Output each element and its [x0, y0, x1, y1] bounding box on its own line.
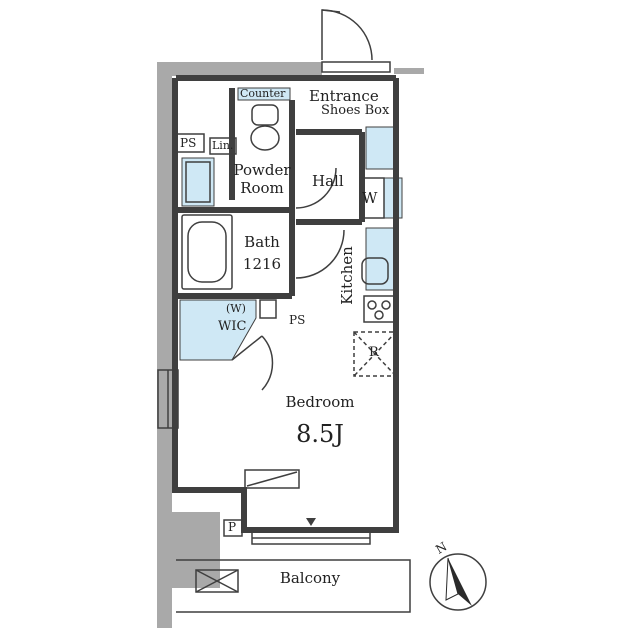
powder-room-label-line2: Room: [240, 179, 284, 197]
counter-label: Counter: [240, 87, 286, 100]
details: [157, 9, 411, 613]
ps-top-label: PS: [180, 136, 197, 150]
kitchen-label: Kitchen: [337, 246, 356, 305]
linen-label: Lin.: [212, 139, 234, 152]
bedroom-size-label: 8.5J: [296, 420, 344, 448]
balcony-label: Balcony: [279, 569, 341, 587]
p-box-label: P: [228, 520, 237, 534]
bath-size-label: 1216: [242, 255, 282, 273]
entry-marker: [306, 518, 316, 526]
washer-label: W: [362, 189, 378, 207]
exterior-gray-mass: [157, 62, 424, 628]
ps-mid-label: PS: [289, 313, 306, 327]
powder-room-label-line1: Powder: [233, 161, 291, 179]
wic-label: WIC: [218, 319, 247, 334]
bedroom-label: Bedroom: [285, 393, 355, 411]
wic-w-label: (W): [226, 302, 246, 315]
north-compass: [429, 553, 487, 611]
shoes-box-label: Shoes Box: [321, 103, 390, 118]
entrance-label: Entrance: [309, 87, 379, 105]
bath-label: Bath: [244, 233, 280, 251]
refrigerator-label: R: [369, 345, 379, 360]
walls: [172, 75, 399, 533]
hall-label: Hall: [312, 172, 344, 190]
